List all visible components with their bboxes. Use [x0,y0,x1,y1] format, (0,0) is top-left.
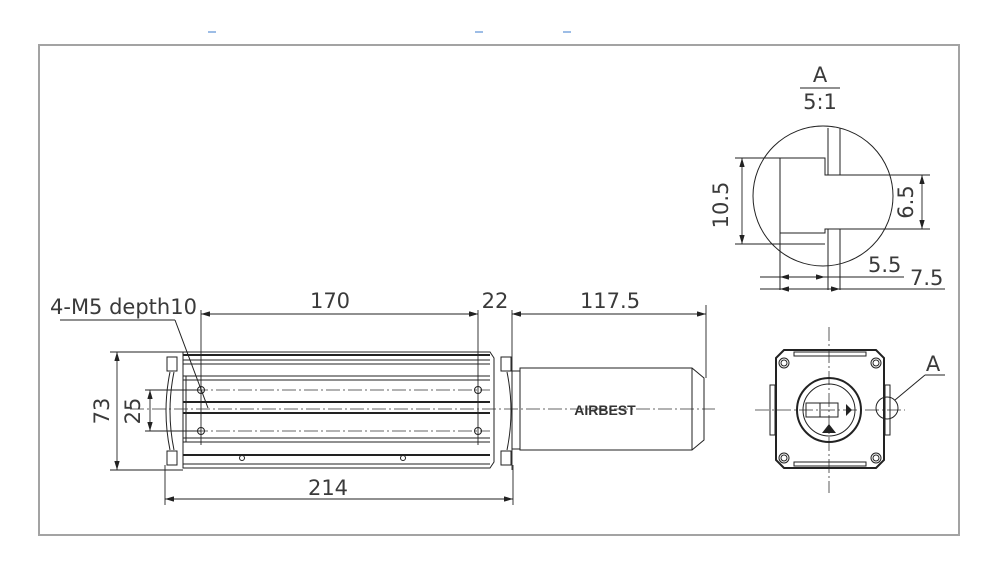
detail-scale: 5:1 [803,90,837,114]
dim-7-5: 7.5 [910,266,943,290]
header-mark [563,31,571,33]
dim-214: 214 [308,476,348,500]
dim-5-5: 5.5 [868,253,901,277]
callout-4-m5: 4-M5 depth10 [50,295,197,319]
end-view: A [755,327,945,493]
side-view: 4-M5 depth10 170 22 117.5 [50,289,715,505]
detail-circle [752,125,894,267]
header-mark [475,31,483,33]
brand-logo: AIRBEST [574,402,636,418]
m5-hole [474,386,482,394]
detail-a-marker-circle [875,396,899,420]
detail-view-a: A 5:1 10.5 6.5 5.5 7.5 [709,63,945,292]
dim-6-5: 6.5 [894,185,918,218]
detail-label: A [813,63,828,87]
dim-22: 22 [482,289,509,313]
dim-73: 73 [90,398,114,425]
dim-170: 170 [310,289,350,313]
detail-a-marker: A [926,352,941,376]
dim-117-5: 117.5 [580,289,640,313]
header-mark [208,31,216,33]
dim-10-5: 10.5 [709,182,733,229]
m5-hole [474,427,482,435]
dim-25: 25 [121,398,145,425]
